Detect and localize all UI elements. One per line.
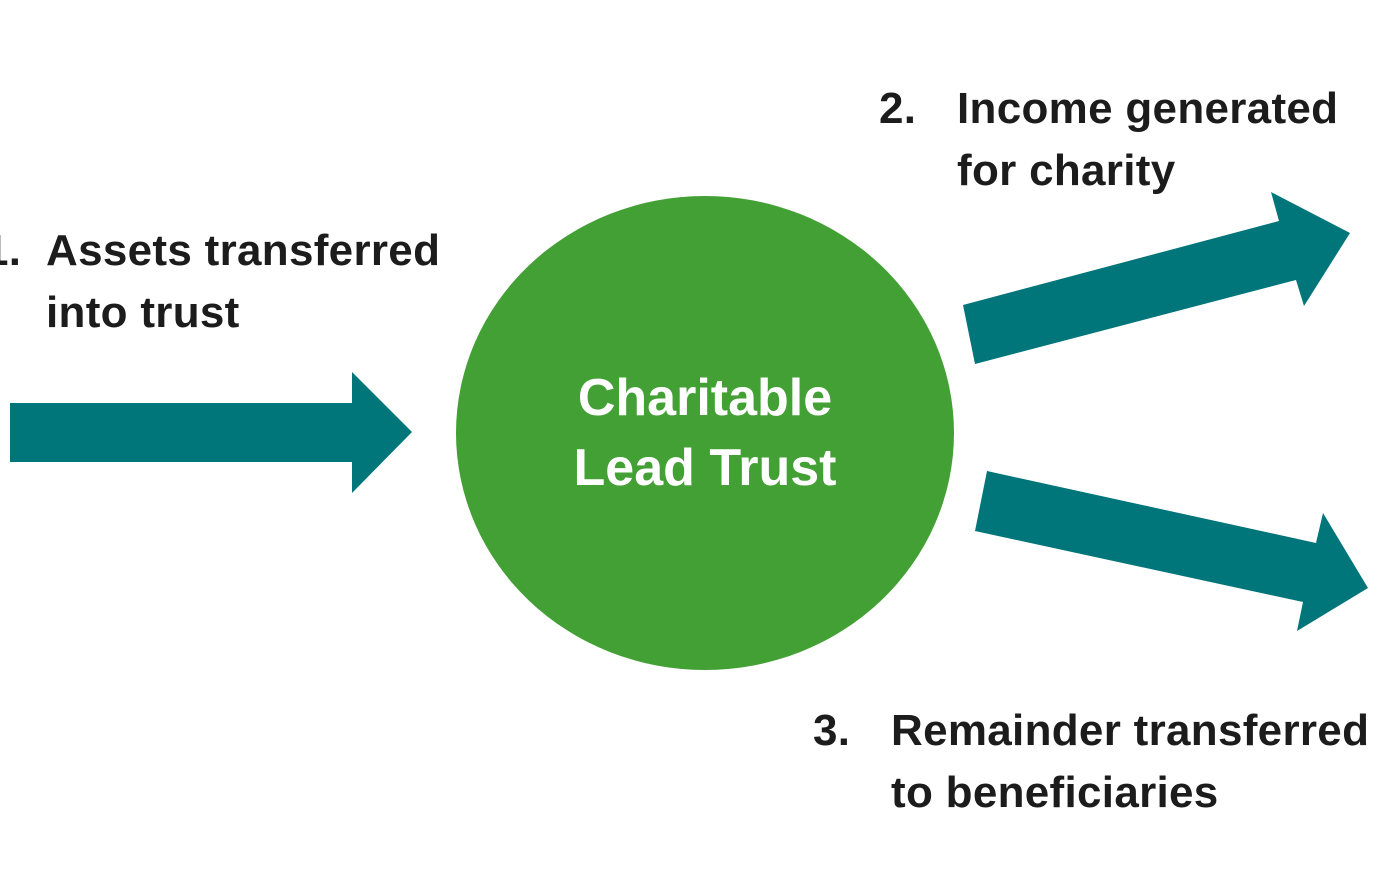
step-number: 3. (813, 706, 851, 755)
step-remainder-transferred: 3. Remainder transferred to beneficiarie… (813, 700, 1370, 824)
step-label-line-1: Income generated (957, 84, 1339, 133)
arrow-assets-into-trust (10, 372, 412, 493)
trust-label-line-2: Lead Trust (573, 439, 837, 497)
trust-label-line-1: Charitable (577, 369, 833, 427)
step-number: 2. (879, 84, 917, 133)
step-label-line-1: Remainder transferred (891, 706, 1370, 755)
charitable-lead-trust-circle: Charitable Lead Trust (456, 196, 954, 670)
arrow-remainder-to-beneficiaries (975, 471, 1368, 631)
step-label-line-2: into trust (46, 288, 240, 337)
step-label-line-2: for charity (957, 146, 1176, 195)
step-label-line-2: to beneficiaries (891, 768, 1219, 817)
arrow-income-to-charity (963, 192, 1350, 364)
step-number: 1. (0, 226, 22, 275)
step-income-generated: 2. Income generated for charity (879, 78, 1339, 202)
step-label-line-1: Assets transferred (46, 226, 441, 275)
step-assets-transferred: 1. Assets transferred into trust (0, 220, 441, 344)
